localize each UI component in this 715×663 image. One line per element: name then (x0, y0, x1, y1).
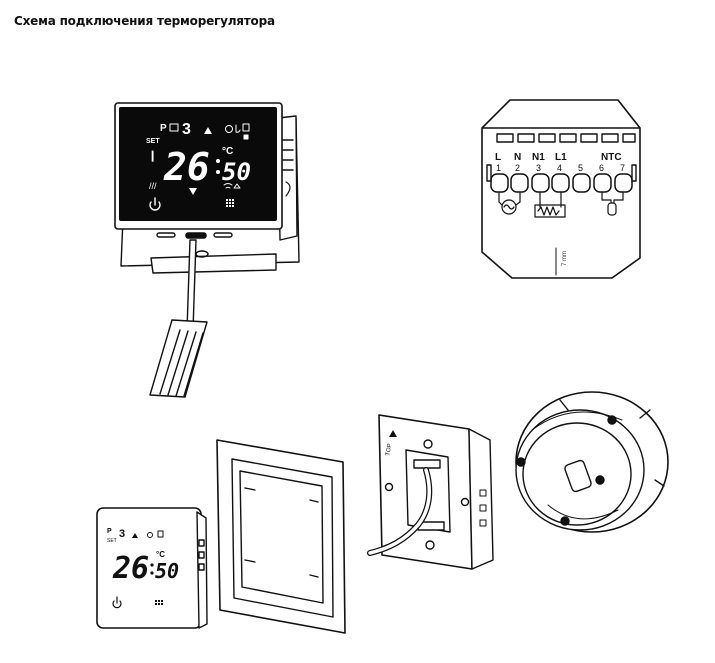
box-screw-2 (595, 475, 605, 485)
thermostat-front-view: P 3 SET 26 50 °C (96, 507, 208, 629)
thermostat-removal-illustration: P 3 SET ❙ 26 50 °C /// (114, 102, 300, 398)
small-program-number: 3 (119, 528, 125, 540)
release-slot-center (185, 232, 207, 239)
wifi-icon (223, 183, 241, 189)
thermostat-screen (119, 107, 277, 221)
decorative-frame (216, 439, 346, 634)
thermometer-icon: ❙ (148, 150, 157, 162)
release-slot-right (213, 232, 233, 238)
small-temperature-unit: °C (156, 550, 165, 559)
diagram-title: Схема подключения терморегулятора (14, 14, 275, 28)
terminal-numbers: 1 2 3 4 5 6 7 (496, 163, 625, 173)
colon-lower (216, 170, 220, 174)
temperature-unit: °C (222, 146, 233, 157)
mounting-plate-assembly: TOP (367, 414, 494, 570)
heating-element-icon (534, 204, 566, 218)
terminal-label-n1: N1 (532, 152, 545, 163)
terminal-block-diagram: L N N1 L1 NTC 1 2 3 4 5 6 7 (481, 99, 641, 279)
terminal-number-6: 6 (599, 163, 604, 173)
arrow-down-icon (189, 188, 197, 195)
power-icon (149, 197, 161, 211)
box-screw-1 (516, 457, 526, 467)
small-set-label: SET (107, 538, 117, 544)
release-slot-left (156, 232, 176, 238)
program-number: 3 (182, 121, 191, 138)
small-clock-minutes: 50 (155, 559, 179, 583)
arrow-up-icon (204, 127, 212, 134)
terminal-number-1: 1 (496, 163, 501, 173)
ntc-sensor-icon (607, 202, 617, 216)
mounting-plate-lower (150, 253, 277, 274)
terminal-housing (481, 99, 641, 279)
power-source-icon (501, 199, 517, 215)
wiring-lines (498, 191, 624, 218)
strip-length-note: 7 mm (562, 251, 568, 266)
terminal-label-l1: L1 (555, 152, 567, 163)
colon-upper (216, 159, 220, 163)
set-label: SET (146, 138, 160, 145)
terminal-number-4: 4 (557, 163, 562, 173)
terminal-labels: L N N1 L1 NTC (495, 152, 622, 163)
electrical-junction-box (515, 391, 669, 533)
box-screw-4 (607, 415, 617, 425)
terminal-number-3: 3 (536, 163, 541, 173)
box-screw-3 (560, 516, 570, 526)
small-clock-hours: 26 (112, 551, 149, 586)
small-program-label: P (107, 528, 112, 535)
terminal-label-l: L (495, 152, 501, 163)
clock-hours: 26 (163, 145, 210, 189)
top-label: TOP (385, 443, 393, 456)
terminal-label-n: N (514, 152, 521, 163)
screwdriver (149, 239, 208, 398)
heating-icon: /// (149, 181, 157, 191)
terminal-number-5: 5 (578, 163, 583, 173)
battery-icon (169, 123, 179, 132)
terminal-number-2: 2 (515, 163, 520, 173)
program-label: P (160, 123, 167, 134)
terminal-label-ntc: NTC (601, 152, 622, 163)
mode-icons (225, 123, 250, 140)
terminal-number-7: 7 (620, 163, 625, 173)
clock-minutes: 50 (222, 158, 251, 186)
menu-grid-icon (226, 199, 234, 207)
terminal-screws-top (496, 133, 636, 143)
